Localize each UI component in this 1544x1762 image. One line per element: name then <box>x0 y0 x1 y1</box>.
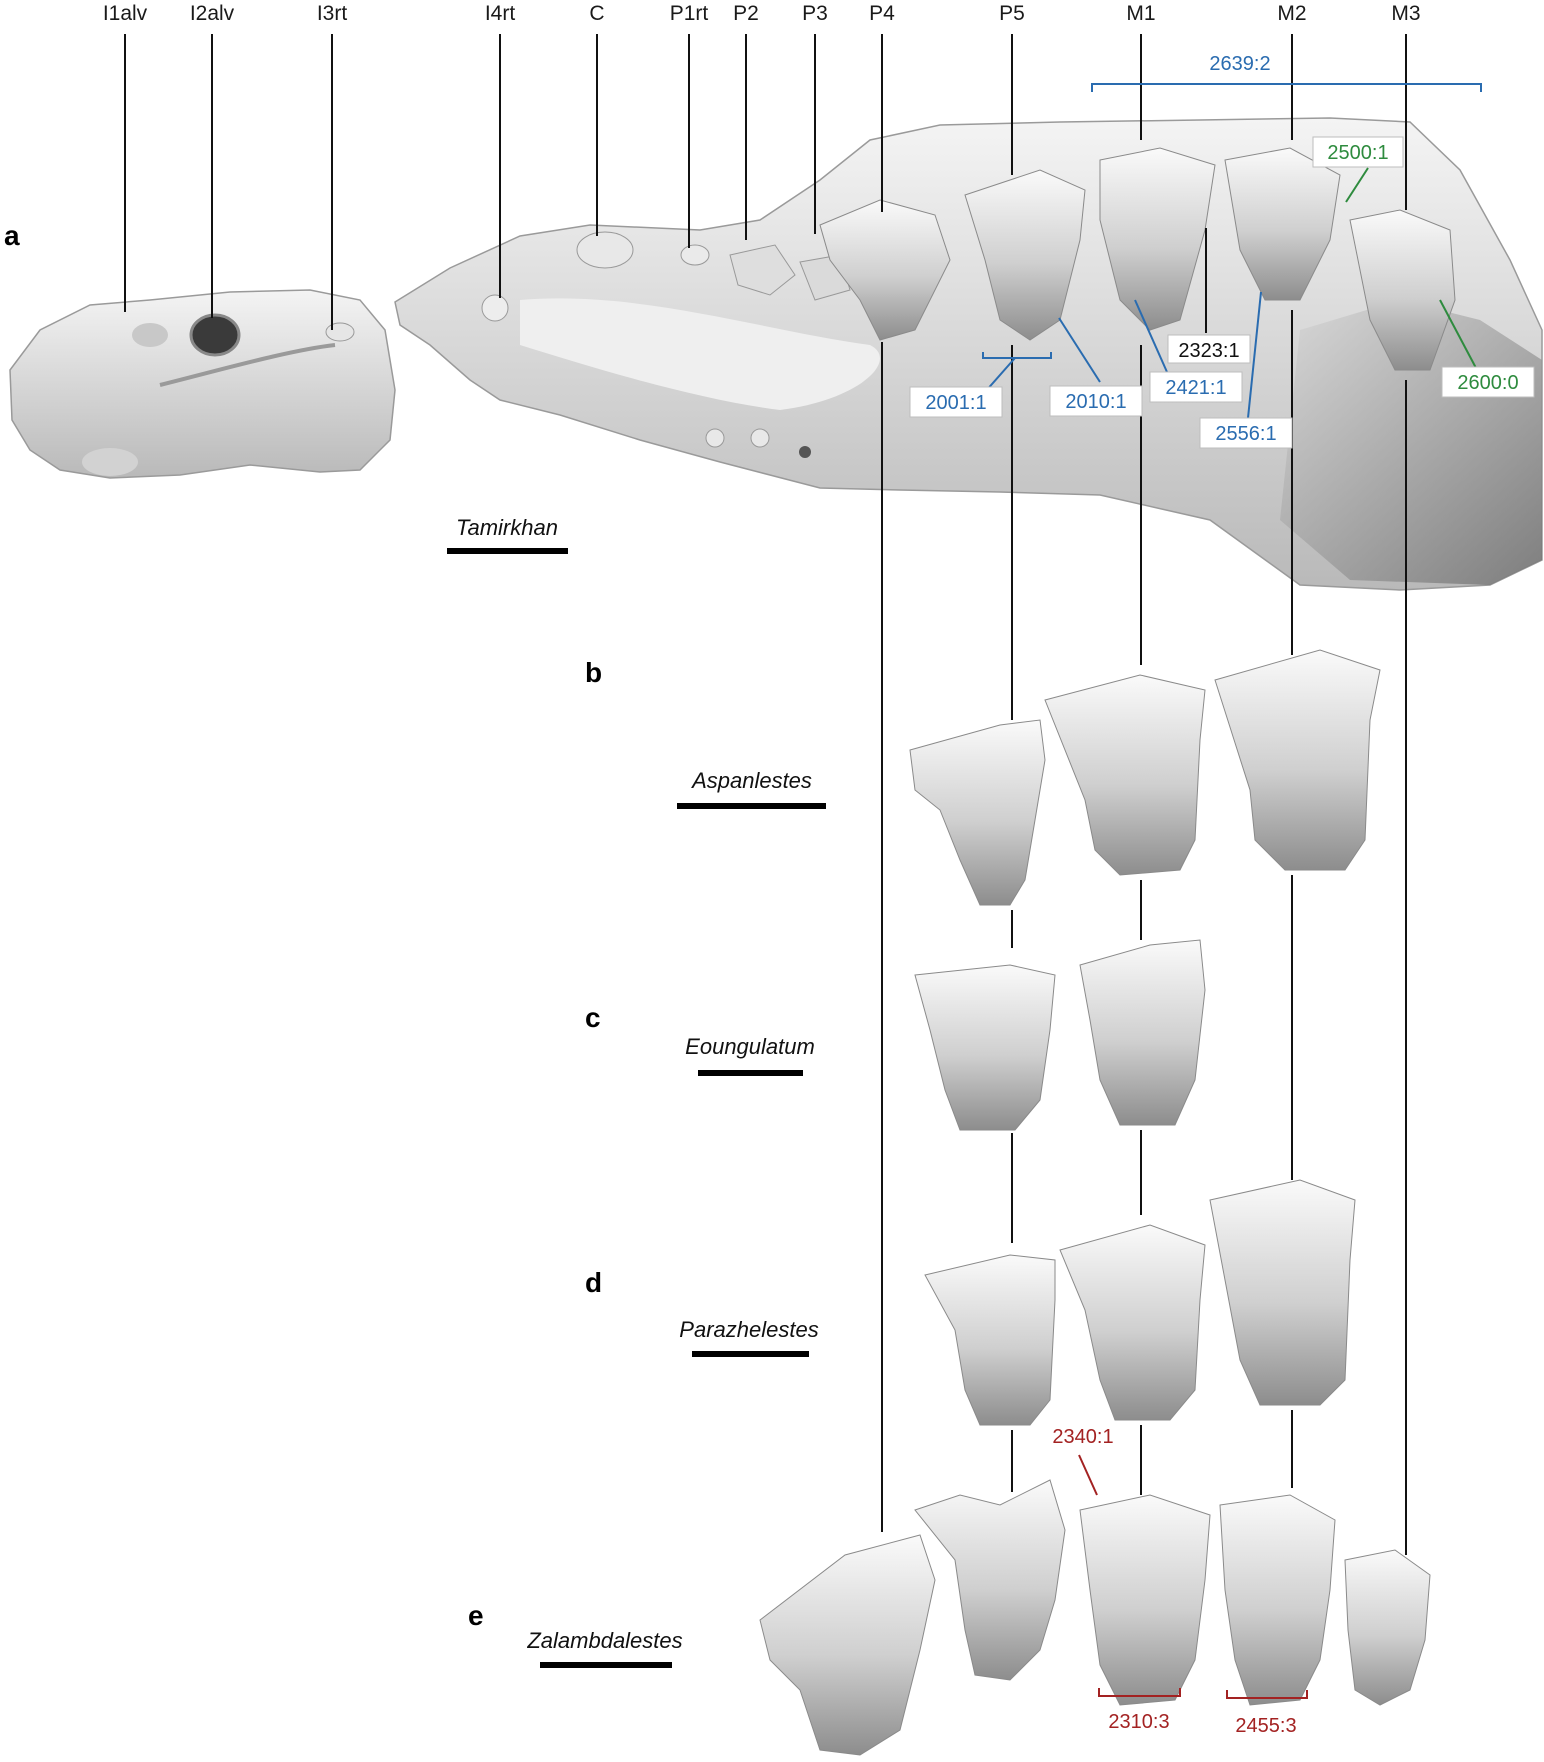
bracket-2310 <box>1098 1688 1181 1697</box>
character-labels: 2639:2 2500:1 2323:1 2600:0 2001:1 2010:… <box>925 53 1518 1737</box>
leader-2556 <box>1247 291 1262 419</box>
taxon-parazhelestes: Parazhelestes <box>679 1317 818 1342</box>
character-annotations <box>982 83 1482 1699</box>
aspanlestes-teeth <box>909 649 1381 906</box>
tooth-label-i3rt: I3rt <box>317 2 348 25</box>
char-label-2455: 2455:3 <box>1235 1715 1296 1737</box>
taxon-tamirkhan: Tamirkhan <box>456 515 558 540</box>
char-label-2340: 2340:1 <box>1052 1426 1113 1448</box>
panel-letter-c: c <box>585 1002 601 1033</box>
char-label-2421: 2421:1 <box>1165 377 1226 399</box>
char-label-2600: 2600:0 <box>1457 372 1518 394</box>
tooth-label-m1: M1 <box>1126 2 1155 25</box>
char-label-2310: 2310:3 <box>1108 1711 1169 1733</box>
tooth-label-i1alv: I1alv <box>103 2 148 25</box>
panel-letter-e: e <box>468 1600 484 1631</box>
taxon-eoungulatum: Eoungulatum <box>685 1034 815 1059</box>
character-label-boxes <box>909 136 1535 449</box>
taxon-labels: Tamirkhan Aspanlestes Eoungulatum Parazh… <box>447 515 826 1668</box>
tooth-label-i4rt: I4rt <box>485 2 516 25</box>
tooth-label-m2: M2 <box>1277 2 1306 25</box>
tooth-label-c: C <box>589 2 604 25</box>
tooth-label-m3: M3 <box>1391 2 1420 25</box>
bracket-2455 <box>1226 1690 1308 1699</box>
char-label-2556: 2556:1 <box>1215 423 1276 445</box>
char-label-2001: 2001:1 <box>925 392 986 414</box>
tooth-position-lines <box>124 34 1407 1555</box>
tooth-label-p4: P4 <box>869 2 895 25</box>
leader-2600 <box>1439 299 1477 369</box>
leader-2421 <box>1134 299 1168 373</box>
tooth-label-i2alv: I2alv <box>190 2 235 25</box>
tooth-label-p2: P2 <box>733 2 759 25</box>
leader-2340 <box>1078 1454 1098 1496</box>
leader-2010 <box>1058 317 1101 383</box>
char-label-2010: 2010:1 <box>1065 391 1126 413</box>
zalambdalestes-teeth <box>759 1479 1431 1756</box>
panel-letter-a: a <box>4 220 20 251</box>
bracket-2001 <box>982 352 1052 393</box>
bracket-2639 <box>1091 83 1482 92</box>
premaxilla-specimen <box>9 289 396 479</box>
panel-letter-b: b <box>585 657 602 688</box>
tooth-label-p3: P3 <box>802 2 828 25</box>
tooth-labels: I1alv I2alv I3rt I4rt C P1rt P2 P3 P4 P5… <box>103 2 1421 25</box>
panel-letters: a b c d e <box>4 220 602 1631</box>
leader-2500 <box>1345 167 1369 203</box>
taxon-zalambdalestes: Zalambdalestes <box>526 1628 682 1653</box>
parazhelestes-teeth <box>924 1179 1356 1426</box>
taxon-aspanlestes: Aspanlestes <box>690 768 812 793</box>
eoungulatum-teeth <box>914 939 1206 1131</box>
tooth-label-p1rt: P1rt <box>670 2 709 25</box>
tooth-label-p5: P5 <box>999 2 1025 25</box>
panel-letter-d: d <box>585 1267 602 1298</box>
char-label-2639: 2639:2 <box>1209 53 1270 75</box>
maxilla-specimen <box>394 117 1543 591</box>
char-label-2500: 2500:1 <box>1327 142 1388 164</box>
char-label-2323: 2323:1 <box>1178 340 1239 362</box>
